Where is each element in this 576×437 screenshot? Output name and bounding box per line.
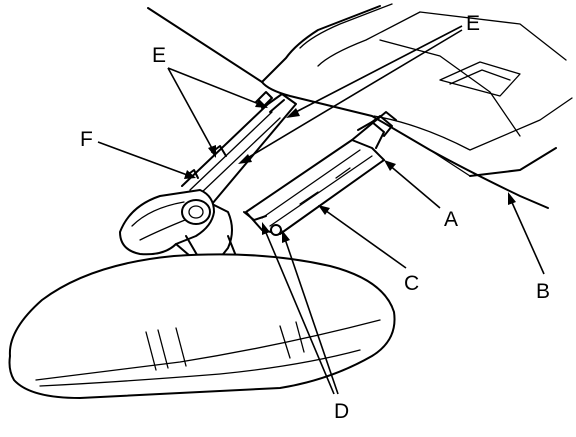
mirror-body (8, 253, 396, 399)
callout-labels: E E F A B C D (80, 12, 550, 423)
callout-d: D (334, 400, 349, 423)
mounting-bracket (181, 91, 297, 259)
callout-b: B (536, 280, 550, 303)
callout-a: A (444, 208, 458, 231)
callout-f: F (80, 128, 93, 151)
mirror-stem (119, 189, 237, 263)
callout-c: C (404, 272, 419, 295)
leader-lines (97, 25, 545, 395)
callout-e-left: E (152, 44, 166, 67)
callout-e-right: E (466, 12, 480, 35)
roof-outline (147, 3, 573, 209)
